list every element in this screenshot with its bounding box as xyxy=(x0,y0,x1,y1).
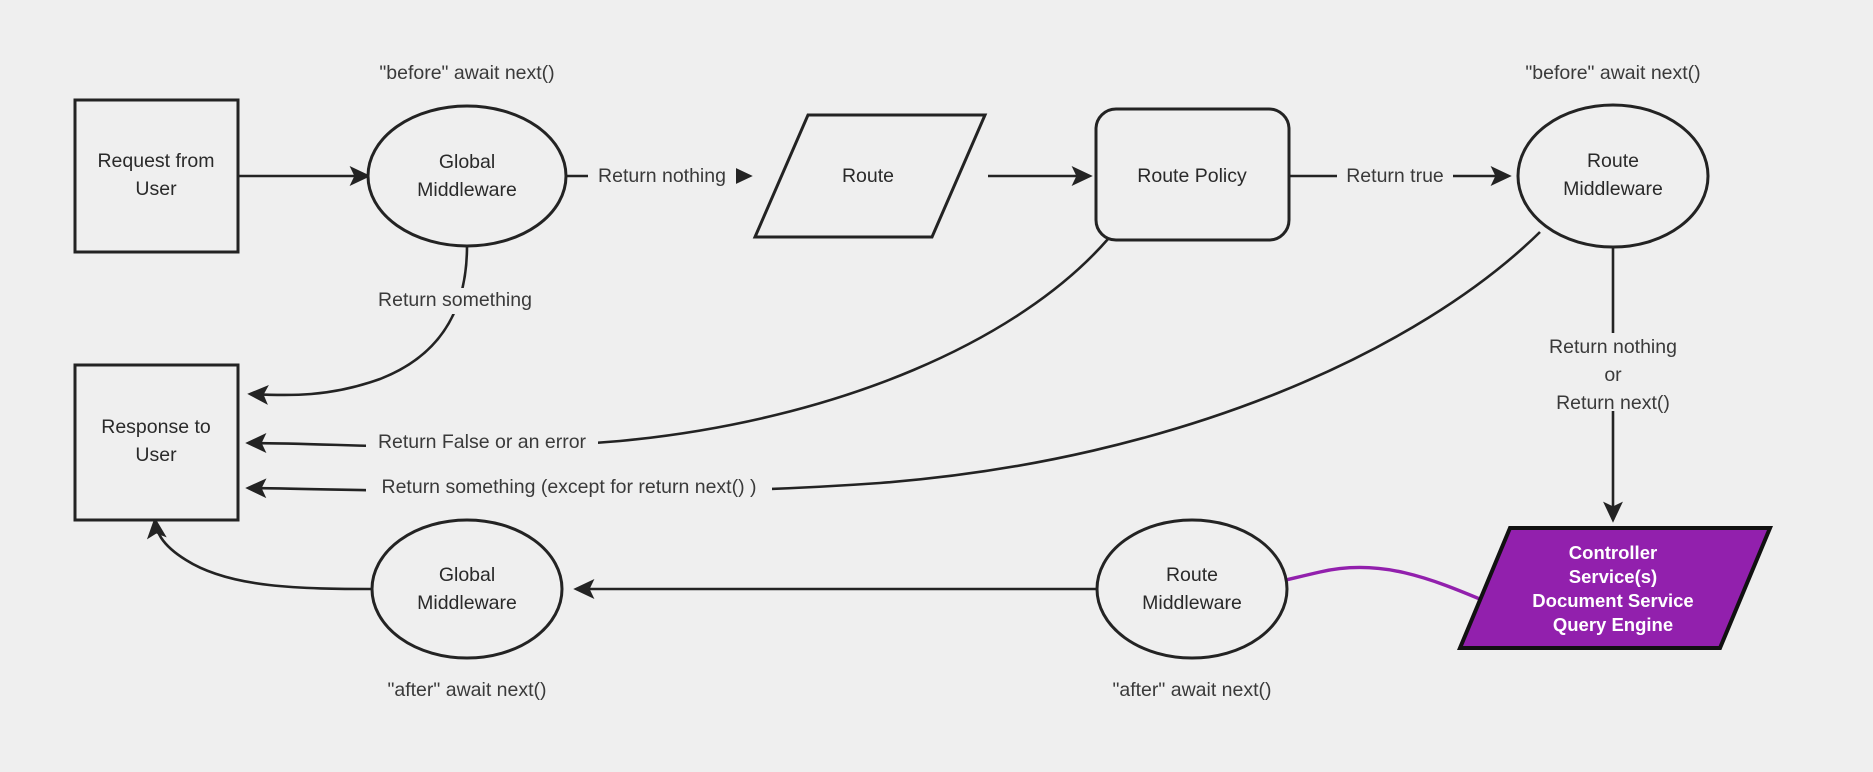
node-response-to-user-line1: Response to xyxy=(101,416,211,438)
annotation-before-route-middleware: "before" await next() xyxy=(1525,62,1700,84)
annotation-after-global-middleware: "after" await next() xyxy=(387,679,546,701)
edge-global-middleware-to-response xyxy=(247,245,469,405)
edge-global-middleware-after-to-response xyxy=(146,517,378,591)
annotation-after-route-text: "after" await next() xyxy=(1112,679,1271,701)
node-global-middleware-before[interactable]: Global Middleware xyxy=(366,104,568,248)
edge-label-return-nothing-text: Return nothing xyxy=(598,165,726,187)
node-global-middleware-before-line1: Global xyxy=(439,151,495,173)
edge-label-return-nothing-or-next: Return nothing or Return next() xyxy=(1528,333,1700,414)
node-global-middleware-before-line2: Middleware xyxy=(417,179,517,201)
annotation-before-global-text: "before" await next() xyxy=(379,62,554,84)
node-request-from-user[interactable]: Request from User xyxy=(73,98,240,254)
node-global-middleware-after-line2: Middleware xyxy=(417,592,517,614)
annotation-before-route-text: "before" await next() xyxy=(1525,62,1700,84)
node-response-to-user-line2: User xyxy=(135,444,177,466)
edge-route-policy-to-response xyxy=(245,238,1109,453)
node-route-policy[interactable]: Route Policy xyxy=(1094,107,1291,242)
edge-label-return-true: Return true xyxy=(1337,164,1453,189)
node-request-from-user-line2: User xyxy=(135,178,177,200)
node-route-label: Route xyxy=(842,165,894,187)
node-route-middleware-after-line2: Middleware xyxy=(1142,592,1242,614)
node-controller-services[interactable]: Controller Service(s) Document Service Q… xyxy=(1457,526,1773,650)
edge-label-return-false-or-error: Return False or an error xyxy=(366,430,598,456)
node-route-middleware-before[interactable]: Route Middleware xyxy=(1516,103,1710,249)
node-controller-services-line3: Document Service xyxy=(1532,590,1693,611)
edge-label-return-nothing-line3: Return next() xyxy=(1556,392,1670,414)
node-route-middleware-before-line1: Route xyxy=(1587,150,1639,172)
node-global-middleware-after-line1: Global xyxy=(439,564,495,586)
edge-label-return-something-text: Return something xyxy=(378,289,532,311)
annotation-before-global-middleware: "before" await next() xyxy=(379,62,554,84)
edge-label-return-something-except: Return something (except for return next… xyxy=(366,475,772,501)
annotation-after-global-text: "after" await next() xyxy=(387,679,546,701)
annotation-after-route-middleware: "after" await next() xyxy=(1112,679,1271,701)
edge-label-return-true-text: Return true xyxy=(1346,165,1444,187)
edge-label-return-something-except-text: Return something (except for return next… xyxy=(382,476,757,498)
edge-label-return-nothing-line2: or xyxy=(1604,364,1622,386)
node-route-middleware-before-line2: Middleware xyxy=(1563,178,1663,200)
node-controller-services-line1: Controller xyxy=(1569,542,1657,563)
node-global-middleware-after[interactable]: Global Middleware xyxy=(370,518,564,660)
node-controller-services-line4: Query Engine xyxy=(1553,614,1673,635)
edge-label-return-something: Return something xyxy=(362,288,547,314)
node-controller-services-line2: Service(s) xyxy=(1569,566,1657,587)
edge-label-return-false-or-error-text: Return False or an error xyxy=(378,431,587,453)
node-request-from-user-line1: Request from xyxy=(97,150,214,172)
node-route-middleware-after[interactable]: Route Middleware xyxy=(1095,518,1289,660)
node-response-to-user[interactable]: Response to User xyxy=(73,363,240,522)
node-route-middleware-after-line1: Route xyxy=(1166,564,1218,586)
node-route-policy-label: Route Policy xyxy=(1137,165,1247,187)
node-route[interactable]: Route xyxy=(752,113,988,239)
edge-label-return-nothing-line1: Return nothing xyxy=(1549,336,1677,358)
edge-label-return-nothing: Return nothing xyxy=(588,164,736,189)
